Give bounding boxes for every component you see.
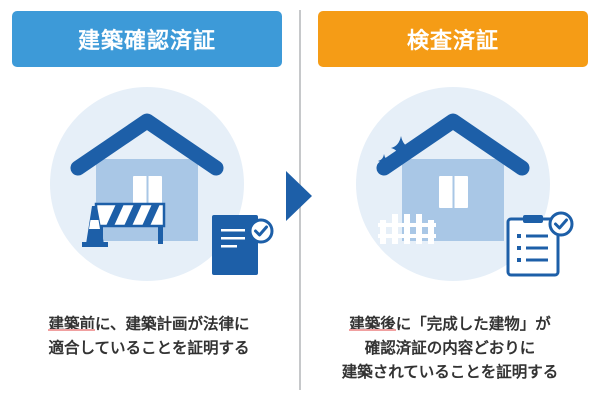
before-scene [50, 87, 274, 281]
caption-left-line1-rest: に、建築計画が法律に [94, 315, 250, 333]
traffic-cone-icon [82, 206, 108, 247]
illustration-before-construction [12, 84, 282, 294]
header-left-label: 建築確認済証 [77, 29, 216, 54]
header-right-label: 検査済証 [406, 29, 499, 54]
caption-after-construction: 建築後に「完成した建物」が 確認済証の内容どおりに 建築されていることを証明する [305, 312, 595, 384]
header-inspection-certificate: 検査済証 [318, 11, 588, 67]
caption-left-line2: 適合していることを証明する [48, 339, 250, 357]
illustration-after-construction [318, 84, 588, 294]
arrow-right-icon [286, 171, 312, 225]
caption-left-line1: 建築前に、建築計画が法律に [4, 312, 294, 336]
caption-right-line1: 建築後に「完成した建物」が [305, 312, 595, 336]
highlight-after-construction: 建築後 [349, 315, 396, 333]
after-scene [356, 87, 574, 281]
caption-right-line1-rest: に「完成した建物」が [395, 315, 551, 333]
document-check-icon [212, 215, 274, 275]
barricade-icon [94, 202, 166, 244]
header-building-confirmation: 建築確認済証 [12, 11, 282, 67]
fence-icon [378, 214, 436, 244]
caption-before-construction: 建築前に、建築計画が法律に 適合していることを証明する [4, 312, 294, 360]
caption-right-line3: 建築されていることを証明する [341, 363, 559, 381]
house-icon [70, 113, 224, 241]
clipboard-checklist-icon [506, 211, 574, 277]
highlight-before-construction: 建築前 [48, 315, 95, 333]
caption-right-line2: 確認済証の内容どおりに [364, 339, 536, 357]
